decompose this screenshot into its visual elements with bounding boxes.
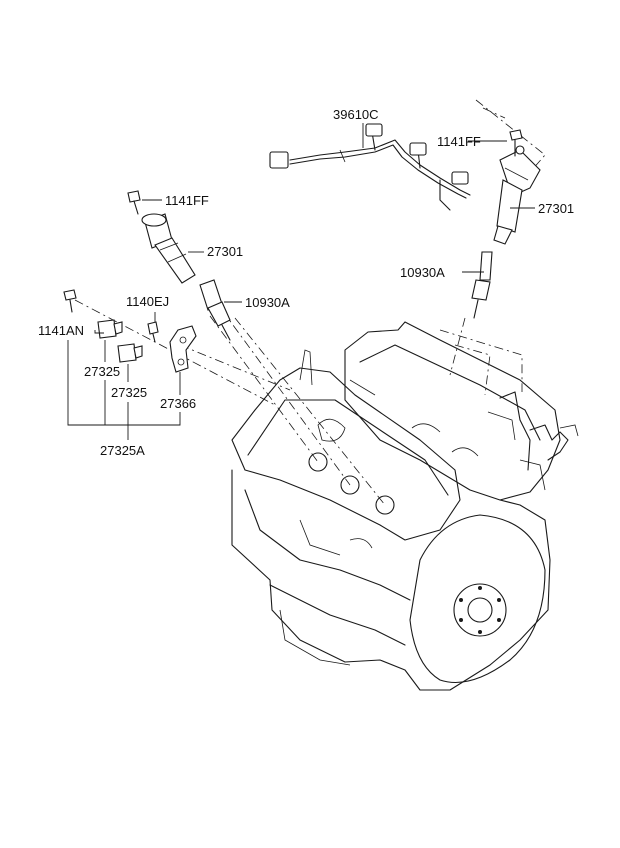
spark-plug-left-part xyxy=(199,279,231,341)
bolt-right-part xyxy=(509,129,523,157)
label-27301-left: 27301 xyxy=(207,244,243,259)
assembly-guide-lines xyxy=(74,99,546,506)
label-27325-a: 27325 xyxy=(84,364,120,379)
label-10930a-left: 10930A xyxy=(245,295,290,310)
cam-sensor-assembly-parts xyxy=(63,289,197,373)
wiring-harness-part xyxy=(269,123,471,211)
label-1141ff-left: 1141FF xyxy=(165,193,209,208)
label-27366: 27366 xyxy=(160,396,196,411)
label-27301-right: 27301 xyxy=(538,201,574,216)
ignition-coil-left-part xyxy=(141,213,196,284)
label-1141an: 1141AN xyxy=(38,323,84,338)
leader-lines xyxy=(67,123,535,440)
ignition-coil-right-part xyxy=(493,145,541,245)
label-1140ej: 1140EJ xyxy=(126,294,169,309)
spark-plug-right-part xyxy=(471,251,493,319)
engine-block xyxy=(231,321,579,691)
label-1141ff-right: 1141FF xyxy=(437,134,481,149)
label-27325-b: 27325 xyxy=(111,385,147,400)
label-39610c: 39610C xyxy=(333,107,379,122)
label-10930a-right: 10930A xyxy=(400,265,445,280)
label-27325a: 27325A xyxy=(100,443,145,458)
part-labels: 39610C 1141FF 27301 10930A 1141FF 27301 … xyxy=(38,107,574,458)
bolt-left-part xyxy=(127,190,141,215)
